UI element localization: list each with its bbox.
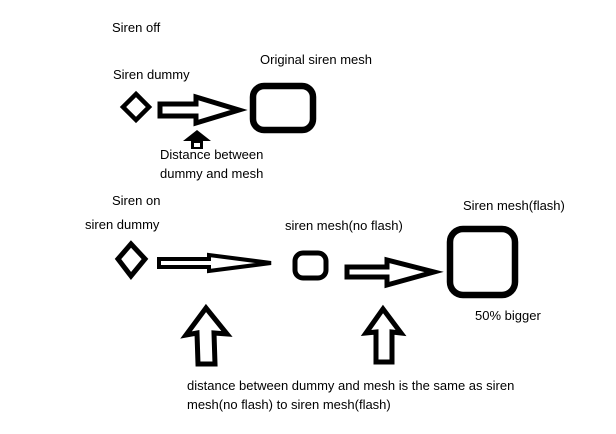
footnote: distance between dummy and mesh is the s…	[187, 376, 514, 414]
distance-note-line2: dummy and mesh	[160, 166, 264, 181]
siren-dummy-diamond-top-icon	[119, 90, 153, 124]
original-siren-mesh-shape	[249, 82, 317, 134]
siren-mesh-flash-label: Siren mesh(flash)	[463, 198, 565, 213]
distance-note-line1: Distance between	[160, 147, 264, 162]
original-siren-mesh-label: Original siren mesh	[260, 52, 372, 67]
distance-note: Distance between dummy and mesh	[160, 145, 263, 183]
siren-dummy-label-bottom: siren dummy	[85, 217, 160, 232]
long-right-arrow-icon	[157, 252, 272, 274]
right-arrow-top-icon	[157, 93, 248, 127]
siren-mesh-flash-shape	[446, 225, 519, 299]
right-arrow-bottom-icon	[344, 256, 444, 289]
footnote-line1: distance between dummy and mesh is the s…	[187, 378, 515, 393]
siren-dummy-label-top: Siren dummy	[113, 67, 190, 82]
footnote-line2: mesh(no flash) to siren mesh(flash)	[187, 397, 391, 412]
size-note-label: 50% bigger	[475, 308, 541, 323]
top-section-title: Siren off	[112, 20, 161, 35]
up-arrow-left-icon	[180, 303, 233, 367]
siren-dummy-diamond-bottom-icon	[114, 240, 149, 281]
up-arrow-right-icon	[360, 304, 407, 365]
siren-mesh-noflash-label: siren mesh(no flash)	[285, 218, 403, 233]
siren-mesh-noflash-shape	[292, 250, 329, 281]
bottom-section-title: Siren on	[112, 193, 161, 208]
